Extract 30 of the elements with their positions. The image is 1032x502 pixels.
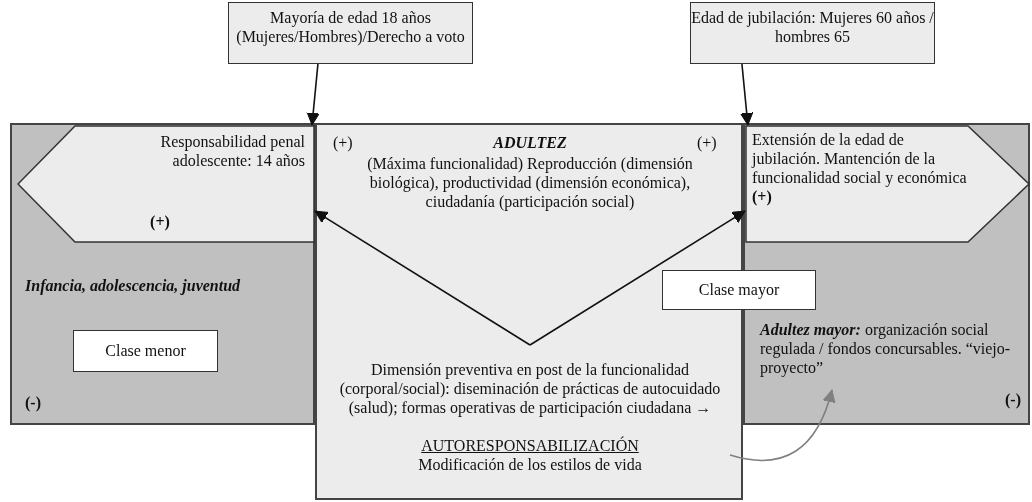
arrow — [740, 63, 754, 126]
info-box — [228, 2, 473, 64]
arrow — [729, 389, 835, 462]
stage-name: Infancia, adolescencia, juventud — [25, 276, 242, 295]
stage-description: (Máxima funcionalidad) Reproducción (dimensión biológica), productividad (dimensión económica), ciudadanía (participación social) — [366, 154, 694, 211]
plus-sign: (+) — [333, 133, 354, 152]
stage-description: Adultez mayor: organización social regulada / fondos concursables. “viejo-proyecto” — [760, 320, 1012, 377]
box-text: Responsabilidad penal adolescente: 14 años — [159, 132, 305, 170]
class-box — [662, 270, 816, 310]
info-box — [690, 2, 935, 64]
box-text: Clase mayor — [697, 280, 781, 299]
arrow — [314, 210, 531, 346]
box-text: Mayoría de edad 18 años (Mujeres/Hombres)/Derecho a voto — [235, 8, 466, 46]
text-paragraph: Modificación de los estilos de vida — [417, 455, 643, 474]
stage-name: ADULTEZ — [491, 133, 568, 152]
arrow — [306, 63, 320, 126]
box-text: Edad de jubilación: Mujeres 60 años / hombres 65 — [690, 8, 935, 46]
plus-sign: (+) — [149, 212, 171, 231]
box-text: Extensión de la edad de jubilación. Mantención de la funcionalidad social y económica (+) — [752, 130, 967, 206]
minus-sign: (-) — [1005, 390, 1022, 409]
box-text: Clase menor — [104, 341, 187, 360]
minus-sign: (-) — [25, 393, 42, 412]
text-paragraph: Dimensión preventiva en post de la funcionalidad (corporal/social): diseminación de prácticas de autocuidado (salud); formas operativas de participación ciudadana → — [338, 360, 722, 417]
arrow — [529, 210, 746, 346]
arrow-shaped-box — [17, 125, 315, 243]
class-box — [73, 330, 218, 372]
emphasized-term: AUTORESPONSABILIZACIÓN — [420, 436, 640, 455]
arrow-shaped-box — [745, 125, 1030, 243]
plus-sign: (+) — [697, 133, 718, 152]
age-stage-panel — [10, 123, 315, 425]
